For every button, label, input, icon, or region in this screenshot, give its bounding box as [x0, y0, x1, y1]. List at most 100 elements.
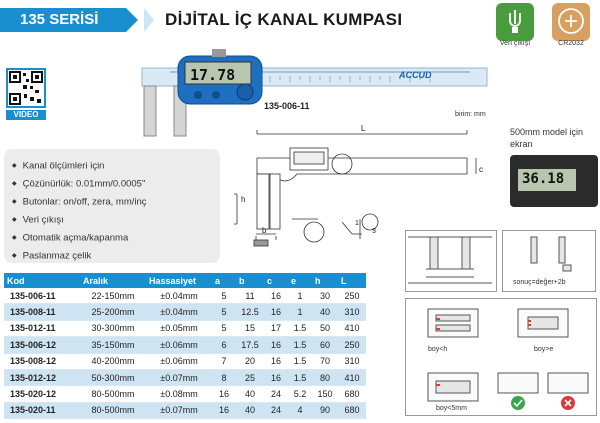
groove-diagram-icon: [408, 236, 492, 284]
spec-table: Kod Aralık Hassasiyet a b c e h L 135-00…: [4, 273, 366, 420]
result-caption: sonuç=değer+2b: [513, 279, 566, 286]
measure-panel-1: [405, 230, 497, 292]
video-label[interactable]: VIDEO: [6, 110, 46, 120]
table-cell: 70: [312, 353, 338, 370]
col-e: e: [288, 273, 312, 288]
warning-label-3: boy<5mm: [436, 405, 467, 412]
table-cell: 15: [236, 320, 264, 338]
table-cell: 50: [312, 320, 338, 338]
table-cell: 135-006-12: [4, 336, 80, 354]
table-cell: 135-006-11: [4, 288, 80, 305]
table-cell: 16: [264, 353, 288, 370]
table-cell: 35-150mm: [80, 336, 146, 354]
model-note: 500mm model için ekran: [510, 126, 595, 150]
table-cell: 150: [312, 385, 338, 403]
warning-label-2: boy>e: [534, 346, 554, 353]
table-cell: ±0.04mm: [146, 303, 212, 321]
table-cell: 16: [264, 288, 288, 305]
jaw-tips-icon: [530, 236, 572, 272]
lcd-screen: [518, 169, 576, 191]
table-cell: 1.5: [288, 369, 312, 387]
table-cell: 135-020-11: [4, 402, 80, 420]
table-cell: 16: [264, 303, 288, 321]
qr-code[interactable]: [6, 68, 46, 108]
table-cell: 4: [288, 402, 312, 420]
table-cell: 310: [338, 303, 366, 321]
battery-badge: [552, 3, 590, 41]
table-header-row: Kod Aralık Hassasiyet a b c e h L: [4, 273, 366, 288]
table-cell: 7: [212, 353, 236, 370]
table-cell: 135-020-12: [4, 385, 80, 403]
model-note-line2: ekran: [510, 139, 533, 149]
qr-pattern-icon: [9, 71, 43, 105]
feature-item: Paslanmaz çelik: [12, 247, 147, 265]
usage-warnings-diagram: [427, 308, 589, 410]
table-cell: ±0.07mm: [146, 402, 212, 420]
col-a: a: [212, 273, 236, 288]
table-cell: 1.5: [288, 336, 312, 354]
table-cell: 1: [288, 303, 312, 321]
table-cell: 8: [212, 369, 236, 387]
table-cell: 50-300mm: [80, 369, 146, 387]
table-cell: 40: [312, 303, 338, 321]
table-cell: 11: [236, 288, 264, 305]
col-range: Aralık: [80, 273, 146, 288]
table-cell: 16: [264, 336, 288, 354]
caliper-display-value: 17.78: [190, 66, 236, 84]
table-cell: 5: [212, 303, 236, 321]
col-b: b: [236, 273, 264, 288]
table-cell: 90: [312, 402, 338, 420]
table-cell: 680: [338, 402, 366, 420]
page-title: DİJİTAL İÇ KANAL KUMPASI: [165, 10, 403, 29]
technical-drawing: [234, 130, 477, 247]
col-c: c: [264, 273, 288, 288]
table-cell: 135-012-11: [4, 320, 80, 338]
table-cell: 80-500mm: [80, 385, 146, 403]
model-note-line1: 500mm model için: [510, 127, 584, 137]
col-code: Kod: [4, 273, 80, 288]
table-cell: ±0.06mm: [146, 336, 212, 354]
series-tab: 135 SERİSİ: [0, 8, 138, 32]
table-cell: ±0.05mm: [146, 320, 212, 338]
table-cell: 25-200mm: [80, 303, 146, 321]
table-cell: 310: [338, 353, 366, 370]
brand-logo: ACCUD: [399, 70, 432, 80]
feature-item: Veri çıkışı: [12, 211, 147, 229]
warning-label-1: boy<h: [428, 346, 448, 353]
table-cell: 30: [312, 288, 338, 305]
usage-warnings-panel: boy<h boy>e boy<5mm: [405, 298, 597, 416]
table-cell: 17: [264, 320, 288, 338]
table-cell: 17.5: [236, 336, 264, 354]
dim-label-b: b: [262, 226, 267, 235]
feature-item: Çözünürlük: 0.01mm/0.0005": [12, 175, 147, 193]
table-cell: ±0.04mm: [146, 288, 212, 305]
table-cell: 40-200mm: [80, 353, 146, 370]
table-cell: 410: [338, 320, 366, 338]
table-cell: 16: [212, 402, 236, 420]
unit-note: birim: mm: [455, 111, 486, 118]
table-cell: 12.5: [236, 303, 264, 321]
battery-icon: [558, 8, 584, 34]
dim-label-h: h: [241, 195, 246, 204]
table-cell: 20: [236, 353, 264, 370]
table-cell: 1.5: [288, 320, 312, 338]
table-cell: 250: [338, 288, 366, 305]
table-cell: 250: [338, 336, 366, 354]
table-cell: 5: [212, 320, 236, 338]
table-cell: 135-012-12: [4, 369, 80, 387]
table-cell: 80: [312, 369, 338, 387]
lcd-display-value: 36.18: [522, 171, 565, 187]
series-label: 135 SERİSİ: [20, 11, 99, 28]
features-list: Kanal ölçümleri için Çözünürlük: 0.01mm/…: [12, 157, 147, 265]
table-cell: 25: [236, 369, 264, 387]
dim-label-L: L: [361, 124, 366, 133]
table-cell: 80-500mm: [80, 402, 146, 420]
table-cell: 30-300mm: [80, 320, 146, 338]
table-cell: 5: [212, 288, 236, 305]
table-cell: 16: [264, 369, 288, 387]
